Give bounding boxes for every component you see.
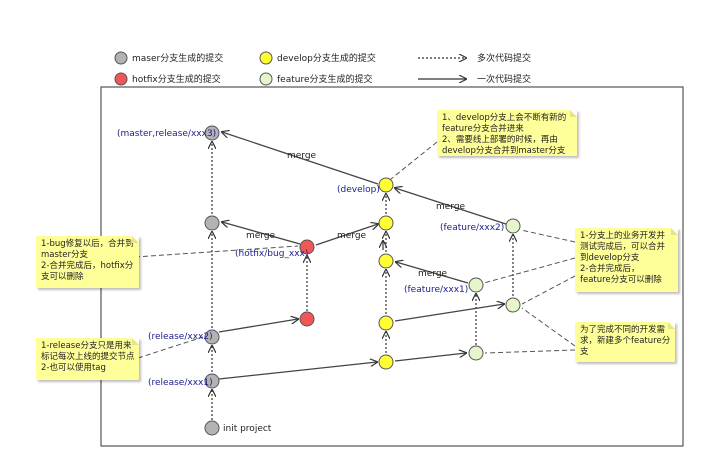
legend-develop-text: develop分支生成的提交 (277, 52, 376, 64)
label-release-xxx2: (release/xxx2) (148, 332, 213, 342)
note-multi-feature: 为了完成不同的开发需 求，新建多个feature分 支 (575, 322, 675, 362)
legend-develop-dot (259, 51, 273, 65)
note-hotfix: 1-bug修复以后，合并到 master分支 2-合并完成后，hotfix分 支… (36, 236, 139, 288)
legend: maser分支生成的提交 develop分支生成的提交 多次代码提交 hotfi… (114, 51, 531, 86)
master-commit-init (204, 420, 220, 436)
merge-arrows (218, 132, 507, 380)
label-hotfix-bug-xxx: (hotfix/bug_xxx) (235, 249, 308, 259)
develop-commit-3 (378, 253, 394, 269)
note-release: 1-release分支只是用来 标记每次上线的提交节点 2-也可以使用tag (36, 338, 139, 380)
label-develop: (develop) (337, 185, 380, 195)
merge-label-feature2: merge (436, 202, 466, 212)
develop-commit-2 (378, 215, 394, 231)
master-commit-hotfix (204, 215, 220, 231)
master-commit-xxx3 (204, 125, 220, 141)
legend-multi-text: 多次代码提交 (477, 52, 531, 64)
note-develop: 1、develop分支上会不断有新的 feature分支合并进来 2、需要线上部… (437, 110, 577, 156)
legend-feature-dot (259, 72, 273, 86)
label-release-xxx1: (release/xxx1) (148, 378, 213, 388)
hotfix-commit-top (299, 239, 315, 255)
legend-hotfix-text: hotfix分支生成的提交 (132, 73, 221, 85)
callout-lines (134, 141, 576, 359)
feature1-commit-top (468, 277, 484, 293)
branch-lifelines (307, 235, 513, 345)
label-feature-xxx1: (feature/xxx1) (404, 285, 468, 295)
feature2-commit-top (505, 218, 521, 234)
legend-master-text: maser分支生成的提交 (132, 52, 223, 64)
merge-label-feature1: merge (418, 269, 448, 279)
legend-single-text: 一次代码提交 (477, 73, 531, 85)
master-commit-xxx1 (204, 373, 220, 389)
feature2-commit-bottom (505, 297, 521, 313)
legend-hotfix-dot (114, 72, 128, 86)
master-commit-xxx2 (204, 329, 220, 345)
merge-label-hotfix-master: merge (246, 231, 276, 241)
hotfix-commit-bottom (299, 311, 315, 327)
label-feature-xxx2: (feature/xxx2) (440, 223, 504, 233)
legend-feature-text: feature分支生成的提交 (277, 73, 373, 85)
note-feature: 1-分支上的业务开发并 测试完成后，可以合并 到develop分支 2-合并完成… (575, 228, 678, 292)
legend-master-dot (114, 51, 128, 65)
merge-label-master: merge (287, 151, 317, 161)
develop-commit-1 (378, 177, 394, 193)
label-master-release-xxx3: (master,release/xxx3) (117, 129, 216, 139)
develop-commit-5 (378, 354, 394, 370)
label-init-project: init project (223, 424, 272, 434)
merge-label-hotfix-develop: merge (337, 231, 367, 241)
develop-commit-4 (378, 315, 394, 331)
commit-nodes (204, 125, 521, 436)
feature1-commit-bottom (468, 345, 484, 361)
